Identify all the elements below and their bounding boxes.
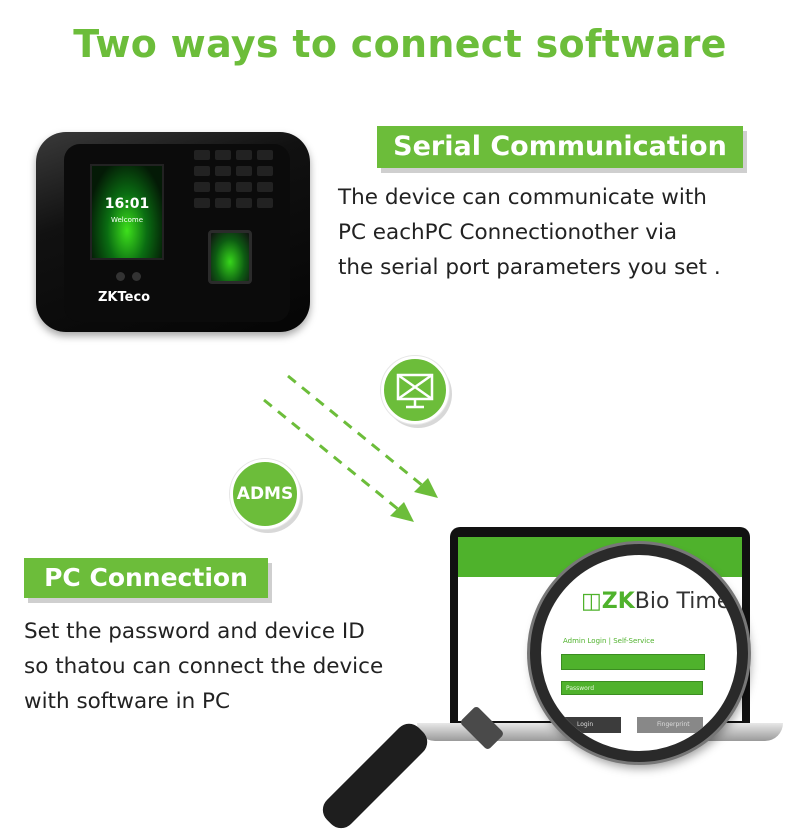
arrow-head <box>390 502 414 522</box>
magnifier-lens: ◫ZKBio Time Admin Login | Self-Service P… <box>530 544 748 762</box>
device-keypad <box>194 150 274 222</box>
login-tabs[interactable]: Admin Login | Self-Service <box>563 637 655 645</box>
shield-icon: ◫ <box>581 589 602 614</box>
pc-line: Set the password and device ID <box>24 619 365 644</box>
device-screen: 16:01 Welcome <box>90 164 164 260</box>
device-time: 16:01 <box>104 196 150 212</box>
page-title: Two ways to connect software <box>73 22 727 66</box>
device-welcome: Welcome <box>110 216 144 224</box>
software-logo: ◫ZKBio Time <box>581 589 731 614</box>
pc-description: Set the password and device ID so thatou… <box>24 614 383 719</box>
login-button[interactable]: Login <box>561 717 621 733</box>
dashed-arrow-line <box>287 374 429 492</box>
pc-line: so thatou can connect the device <box>24 654 384 679</box>
camera-lens <box>116 272 125 281</box>
pc-connection-banner: PC Connection <box>24 558 268 598</box>
attendance-device-image: 16:01 Welcome ZKTeco <box>36 132 310 332</box>
dashed-arrow-line <box>263 398 405 516</box>
fingerprint-button[interactable]: Fingerprint <box>637 717 703 733</box>
pc-line: with software in PC <box>24 689 231 714</box>
serial-line: PC eachPC Connectionother via <box>338 220 678 245</box>
arrow-head <box>414 478 438 498</box>
device-brand-logo: ZKTeco <box>98 290 151 305</box>
username-input[interactable] <box>561 654 705 670</box>
fingerprint-sensor <box>208 230 252 284</box>
crossed-monitor-icon <box>396 373 434 409</box>
serial-description: The device can communicate with PC eachP… <box>338 180 721 285</box>
password-input[interactable]: Password <box>561 681 703 695</box>
serial-communication-banner: Serial Communication <box>377 126 743 168</box>
camera-lens <box>132 272 141 281</box>
serial-line: the serial port parameters you set . <box>338 255 721 280</box>
crossed-monitor-badge <box>381 356 449 424</box>
connection-arrows <box>263 374 438 522</box>
adms-badge: ADMS <box>230 459 300 529</box>
serial-line: The device can communicate with <box>338 185 707 210</box>
